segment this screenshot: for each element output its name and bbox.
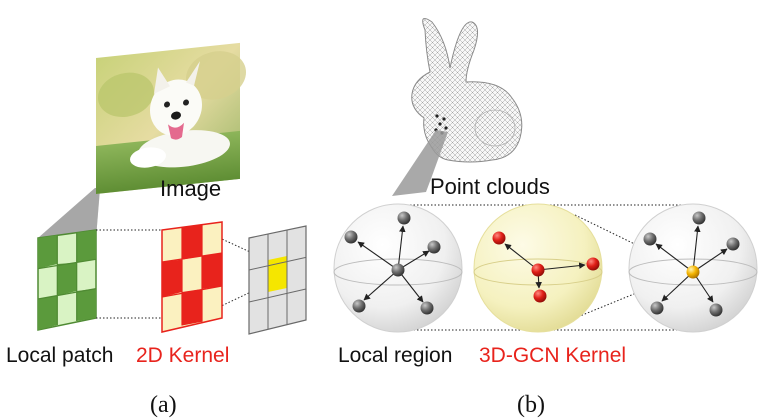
- bunny-point-cloud: [412, 18, 522, 162]
- output-sphere: [629, 204, 757, 332]
- local-region-label: Local region: [338, 344, 452, 367]
- kernel-3d-gcn-sphere: [474, 204, 602, 332]
- local-patch-label: Local patch: [6, 344, 113, 367]
- dog-photo: [96, 42, 246, 194]
- local-patch-grid: [38, 230, 96, 330]
- kernel-3d-gcn-label: 3D-GCN Kernel: [479, 344, 626, 367]
- output-grid: [249, 226, 306, 334]
- local-region-sphere: [334, 204, 462, 332]
- point-clouds-label: Point clouds: [430, 174, 550, 199]
- kernel-2d-grid: [162, 222, 222, 332]
- kernel-2d-label: 2D Kernel: [136, 344, 229, 367]
- subcaption-a: (a): [150, 392, 177, 418]
- image-label: Image: [160, 176, 221, 201]
- subcaption-b: (b): [517, 392, 545, 418]
